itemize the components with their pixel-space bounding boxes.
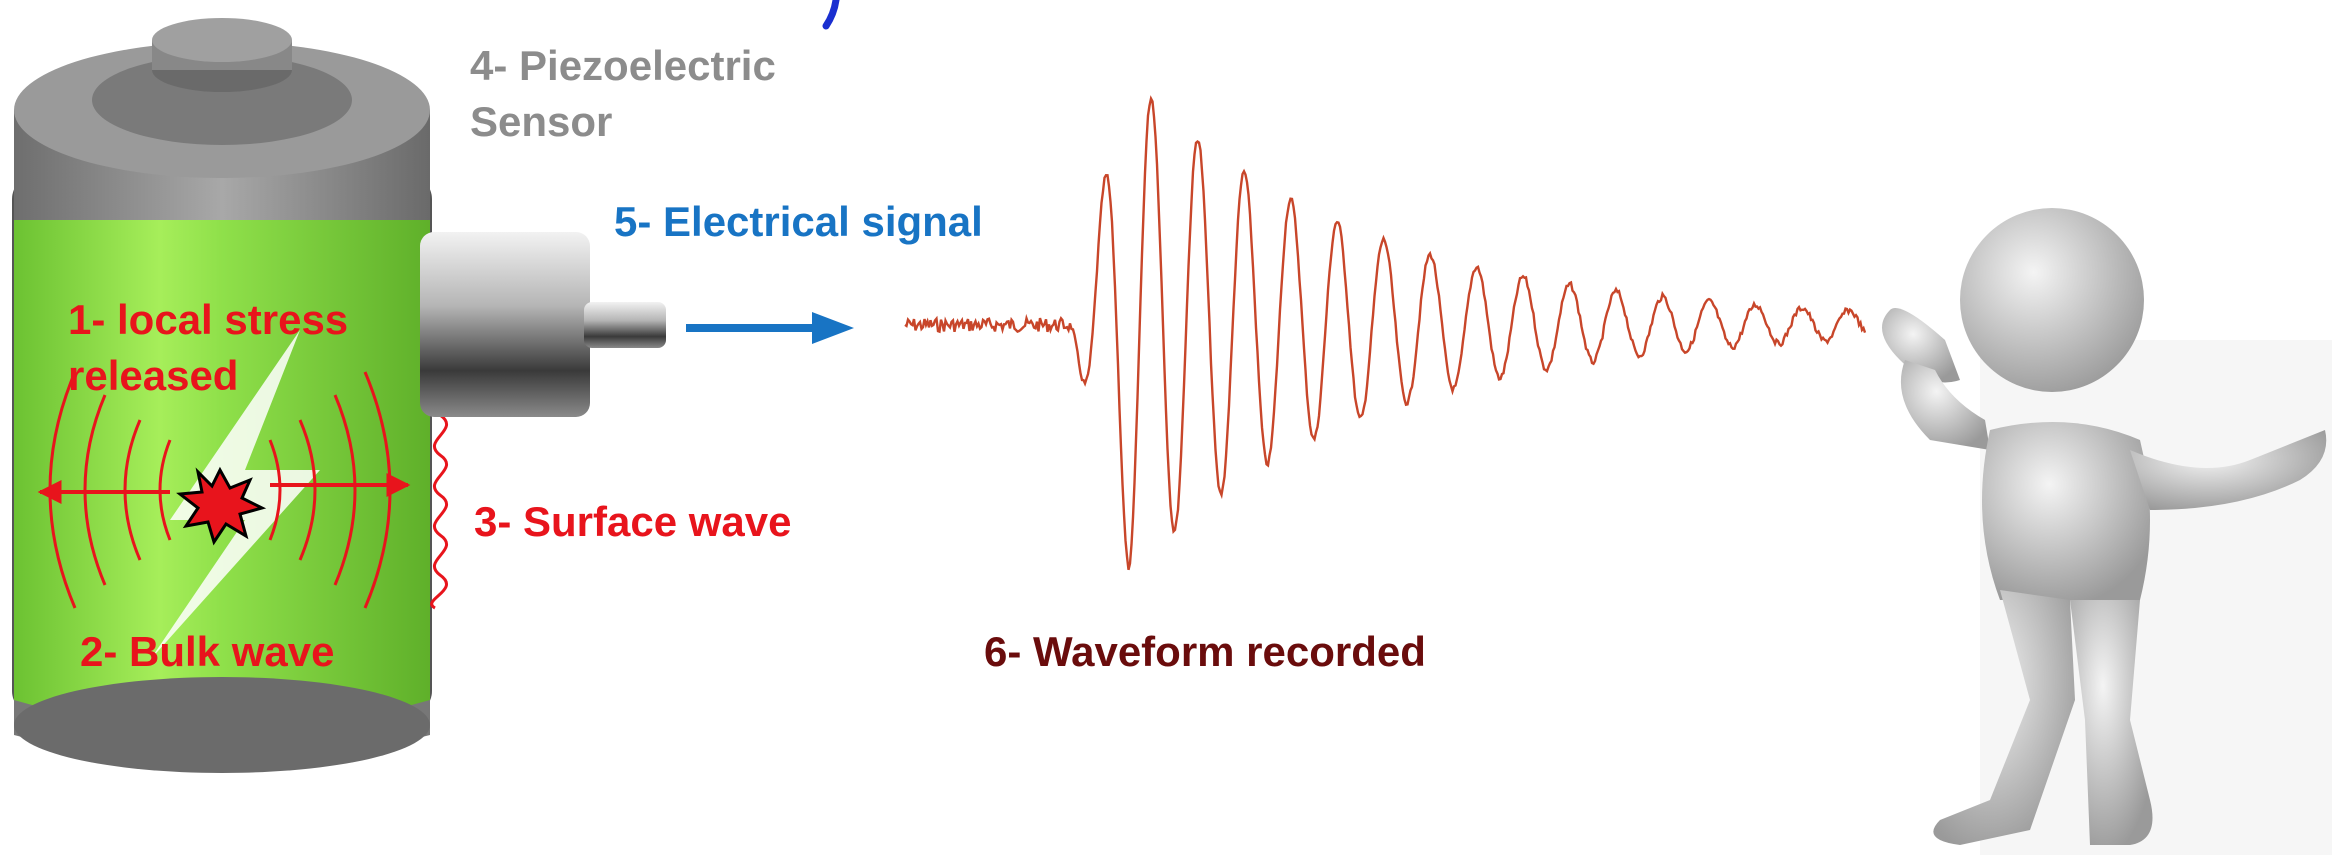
blue-mark-fragment (822, 0, 840, 30)
label-electrical-signal: 5- Electrical signal (614, 198, 983, 245)
label-surface-wave: 3- Surface wave (474, 498, 792, 545)
burst-icon (176, 466, 267, 546)
label-bulk-wave: 2- Bulk wave (80, 628, 335, 675)
label-piezo-sensor-line2: Sensor (470, 98, 613, 145)
label-piezo-sensor: 4- Piezoelectric Sensor (470, 38, 776, 150)
piezo-sensor-icon (420, 232, 666, 417)
label-piezo-sensor-line1: 4- Piezoelectric (470, 42, 776, 89)
battery-icon (12, 18, 432, 773)
arrow-right-icon (686, 312, 854, 344)
label-local-stress-line1: 1- local stress (68, 296, 349, 343)
label-local-stress-line2: released (68, 352, 239, 399)
label-local-stress: 1- local stress released (68, 292, 348, 404)
listening-person-icon (1882, 208, 2332, 855)
recorded-waveform (904, 95, 1867, 571)
label-waveform-recorded: 6- Waveform recorded (984, 628, 1426, 675)
